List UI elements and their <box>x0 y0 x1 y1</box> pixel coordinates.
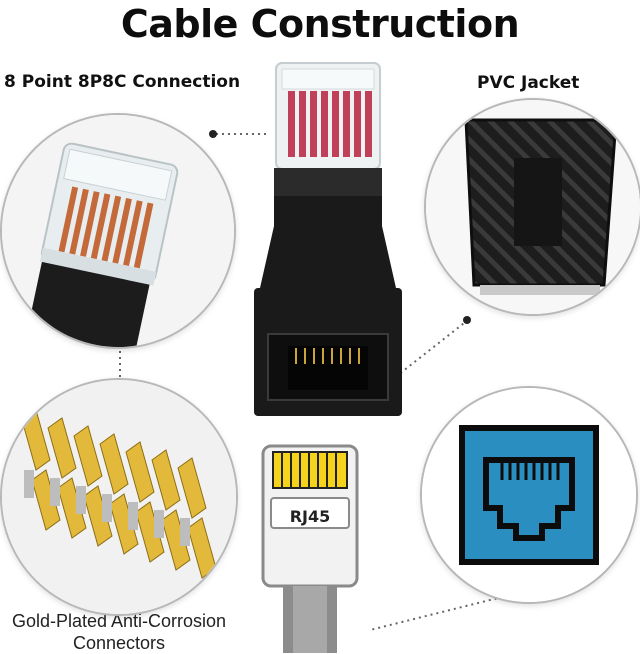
label-gold-line-1: Gold-Plated Anti-Corrosion <box>11 611 227 631</box>
page-title: Cable Construction <box>120 2 520 46</box>
rj45-jack-circle <box>420 386 638 604</box>
clear-plug-photo <box>262 55 392 175</box>
plug-closeup-illustration <box>2 115 234 347</box>
label-gold-line-2: Connectors <box>72 633 166 653</box>
label-gold-plated: Gold-Plated Anti-Corrosion Connectors <box>0 610 238 654</box>
gold-contacts-circle <box>0 378 238 616</box>
label-pvc-jacket: PVC Jacket <box>477 73 580 93</box>
pvc-jacket-illustration <box>426 100 640 314</box>
label-8p8c-connection: 8 Point 8P8C Connection <box>4 72 241 92</box>
adapter-body <box>248 158 408 420</box>
adapter-illustration <box>254 168 402 416</box>
rj45-jack-icon <box>422 388 636 602</box>
rj45-label: RJ45 <box>289 507 331 526</box>
rj45-plug-drawing <box>257 440 363 653</box>
pvc-jacket-circle <box>424 98 640 316</box>
gold-contacts-illustration <box>2 380 236 614</box>
rj45-plug-illustration <box>261 444 359 653</box>
plug-closeup-circle <box>0 113 236 349</box>
clear-plug-illustration <box>275 62 381 170</box>
